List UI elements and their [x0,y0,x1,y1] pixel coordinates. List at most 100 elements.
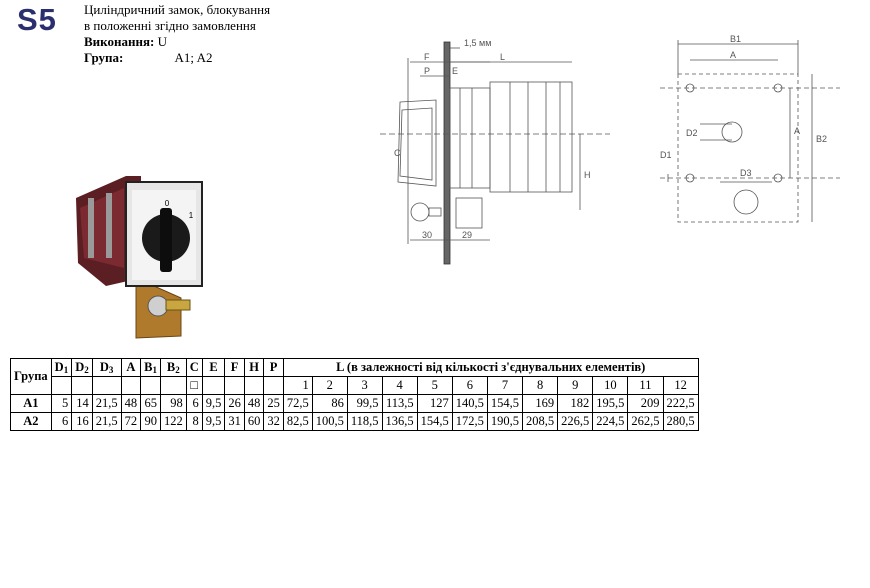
dim-B1: B1 [730,34,741,44]
row-group: A1 [10,394,52,413]
L-num: 1 [282,376,313,395]
cell-L-6: 172,5 [451,412,488,431]
cell-D3: 21,5 [91,394,122,413]
L-num: 4 [381,376,418,395]
cell-L-2: 100,5 [311,412,348,431]
product-code: S5 [17,2,57,37]
group-label: Група: [84,50,124,65]
cell-L-4: 136,5 [381,412,418,431]
cell-P: 25 [263,394,284,413]
cell-L-5: 127 [416,394,453,413]
cell-L-11: 209 [627,394,664,413]
header-D2: D2 [71,358,93,377]
cell-L-7: 154,5 [486,394,524,413]
dim-D3: D3 [740,168,752,178]
execution-row: Виконання: U [84,34,270,50]
group-value: A1; A2 [174,50,213,65]
L-num: 11 [627,376,664,395]
L-num: 7 [486,376,524,395]
description-line-2: в положенні згідно замовлення [84,18,256,33]
execution-label: Виконання: [84,34,155,49]
dim-1-5: 1,5 мм [464,38,491,48]
dim-P: P [424,66,430,76]
cell-H: 48 [243,394,265,413]
cell-D1: 5 [50,394,73,413]
cell-L-3: 118,5 [346,412,383,431]
cell-D2: 16 [71,412,93,431]
cell-D2: 14 [71,394,93,413]
header-A: A [120,358,142,377]
cell-P: 32 [263,412,284,431]
dim-29: 29 [462,230,472,240]
row-group: A2 [10,412,52,431]
L-num: 8 [522,376,559,395]
group-row: Група: A1; A2 [84,50,270,66]
dimensions-table: Група D1 D2 D3 A B1 B2 C E F H P L (в за… [10,358,699,431]
cell-E: 9,5 [201,394,226,413]
L-num: 10 [592,376,629,395]
header-B2: B2 [159,358,187,377]
dim-D1: D1 [660,150,672,160]
L-num: 6 [451,376,488,395]
cell-L-8: 208,5 [522,412,559,431]
table-subheader-row: □ 1 2 3 4 5 6 7 8 9 10 11 12 [11,376,699,395]
cell-F: 31 [224,412,245,431]
cell-L-4: 113,5 [381,394,418,413]
cell-C: 6 [185,394,203,413]
L-num: 9 [557,376,594,395]
L-num: 5 [416,376,453,395]
cell-A: 48 [120,394,142,413]
cell-C: 8 [185,412,203,431]
cell-L-8: 169 [522,394,559,413]
cell-D3: 21,5 [91,412,122,431]
cell-L-7: 190,5 [486,412,524,431]
header-B1: B1 [140,358,161,377]
cell-L-1: 82,5 [282,412,313,431]
dim-F: F [424,52,430,62]
execution-value: U [157,34,167,49]
header-group: Група [10,358,52,395]
cell-L-12: 222,5 [662,394,699,413]
cell-L-1: 72,5 [282,394,313,413]
dim-H: H [584,170,591,180]
cell-L-11: 262,5 [627,412,664,431]
header-E: E [201,358,226,377]
dim-D2: D2 [686,128,698,138]
dim-A-side: A [794,126,800,136]
cell-E: 9,5 [201,412,226,431]
header-D1: D1 [50,358,73,377]
cell-L-10: 195,5 [592,394,629,413]
header-D3: D3 [91,358,122,377]
cell-A: 72 [120,412,142,431]
header-H: H [243,358,265,377]
header-C: C [185,358,203,377]
cell-L-2: 86 [311,394,348,413]
L-num: 2 [311,376,348,395]
table-header-row: Група D1 D2 D3 A B1 B2 C E F H P L (в за… [10,358,699,395]
cell-L-10: 224,5 [592,412,629,431]
dim-C: C [394,148,401,158]
cell-L-9: 182 [557,394,594,413]
L-num: 3 [346,376,383,395]
description-block: Циліндричний замок, блокування в положен… [84,2,270,66]
cell-F: 26 [224,394,245,413]
side-view-drawing: 1,5 мм F L P E C H 30 29 [380,38,610,265]
cell-L-12: 280,5 [662,412,699,431]
dim-E: E [452,66,458,76]
dim-30: 30 [422,230,432,240]
front-view-drawing: B1 A A B2 D1 D2 D3 [660,34,840,223]
cell-B1: 65 [140,394,161,413]
cell-L-6: 140,5 [451,394,488,413]
switch-pos-1: 1 [189,211,194,220]
c-symbol: □ [185,376,203,395]
cell-L-5: 154,5 [416,412,453,431]
product-photo: 0 1 [76,176,203,339]
cell-B2: 98 [159,394,187,413]
header-F: F [224,358,245,377]
cell-D1: 6 [50,412,73,431]
header-P: P [263,358,284,377]
dim-L: L [500,52,505,62]
header-L: L (в залежності від кількості з'єднуваль… [282,358,699,377]
